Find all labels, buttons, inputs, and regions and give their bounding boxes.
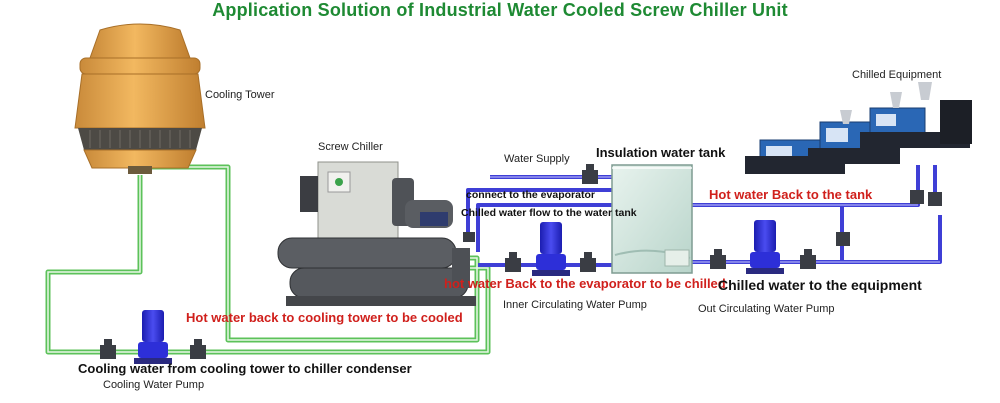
hot-back-tower-label: Hot water back to cooling tower to be co… [186, 310, 463, 325]
inner-pump-label: Inner Circulating Water Pump [503, 299, 647, 311]
connect-evaporator-label: connect to the evaporator [466, 189, 595, 201]
chilled-equipment [745, 82, 972, 174]
chilled-flow-tank-label: Chilled water flow to the water tank [461, 207, 637, 219]
insulation-tank-label: Insulation water tank [596, 145, 726, 160]
screw-chiller [277, 161, 476, 306]
valves [100, 164, 942, 359]
chilled-to-equipment-label: Chilled water to the equipment [718, 277, 922, 293]
hot-back-evaporator-label: hot water Back to the evaporator to be c… [444, 276, 726, 291]
inner-circulating-water-pump [532, 222, 570, 276]
out-circulating-water-pump [746, 220, 784, 274]
page-title: Application Solution of Industrial Water… [212, 0, 788, 20]
hot-back-tank-label: Hot water Back to the tank [709, 187, 873, 202]
cooling-tower [74, 23, 206, 174]
cooling-water-pump [134, 310, 172, 364]
water-supply-label: Water Supply [504, 153, 570, 165]
out-pump-label: Out Circulating Water Pump [698, 303, 835, 315]
chilled-equipment-label: Chilled Equipment [852, 69, 942, 81]
cooling-from-tower-label: Cooling water from cooling tower to chil… [78, 361, 412, 376]
screw-chiller-label: Screw Chiller [318, 141, 383, 153]
insulation-water-tank [611, 164, 693, 274]
cooling-pump-label: Cooling Water Pump [103, 379, 205, 391]
cooling-tower-label: Cooling Tower [205, 89, 275, 101]
